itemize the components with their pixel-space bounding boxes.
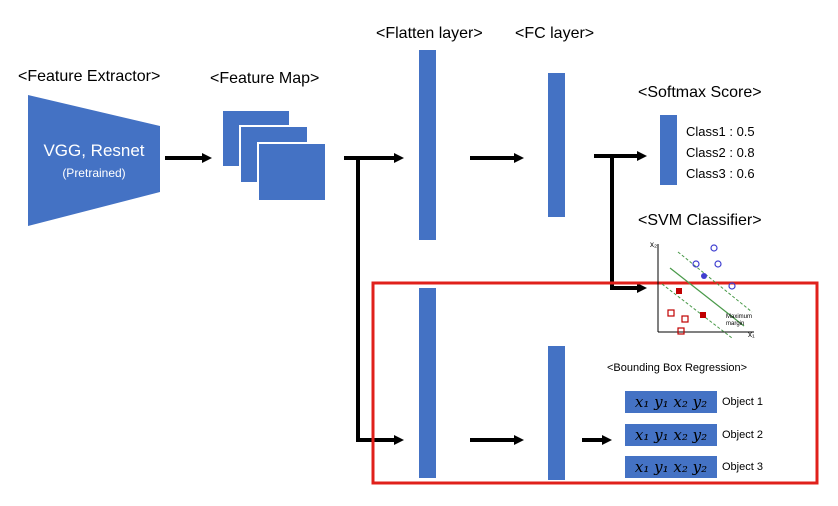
extractor-note: (Pretrained) [62, 166, 126, 180]
bbox-row-1-coords: x₁ y₁ x₂ y₂ [625, 391, 717, 413]
flatten-layer-bar [419, 50, 436, 240]
bbox-row-2-coords: x₁ y₁ x₂ y₂ [625, 424, 717, 446]
bbox-row-2-label: Object 2 [722, 429, 763, 441]
svm-y-axis-label: x₂ [650, 240, 658, 249]
label-fc-layer: <FC layer> [515, 25, 595, 42]
softmax-class-3: Class3 : 0.6 [686, 166, 755, 181]
lower-fc-layer-bar [548, 346, 565, 480]
bbox-row-1-label: Object 1 [722, 396, 763, 408]
bbox-row-3-coords: x₁ y₁ x₂ y₂ [625, 456, 717, 478]
svm-plot: x₂ x₁ Maximum margin [648, 240, 758, 340]
arrow-map-to-lower-branch [356, 158, 404, 445]
fc-layer-bar [548, 73, 565, 217]
highlight-frame [371, 281, 819, 485]
label-bbox-regression: <Bounding Box Regression> [607, 362, 748, 374]
lower-flatten-layer-bar [419, 288, 436, 478]
softmax-class-1: Class1 : 0.5 [686, 124, 755, 139]
svm-margin-annotation: Maximum margin [726, 314, 753, 327]
label-svm-classifier: <SVM Classifier> [638, 212, 762, 229]
label-feature-extractor: <Feature Extractor> [18, 68, 161, 85]
svm-x-axis-label: x₁ [748, 330, 755, 339]
softmax-bar [660, 115, 677, 185]
label-flatten-layer: <Flatten layer> [376, 25, 483, 42]
feature-map-square [257, 142, 327, 202]
bbox-row-3-label: Object 3 [722, 461, 763, 473]
softmax-class-2: Class2 : 0.8 [686, 145, 755, 160]
extractor-name: VGG, Resnet [43, 141, 145, 160]
arrow-fc-to-svm [610, 156, 647, 293]
label-softmax-score: <Softmax Score> [638, 84, 762, 101]
label-feature-map: <Feature Map> [210, 70, 320, 87]
